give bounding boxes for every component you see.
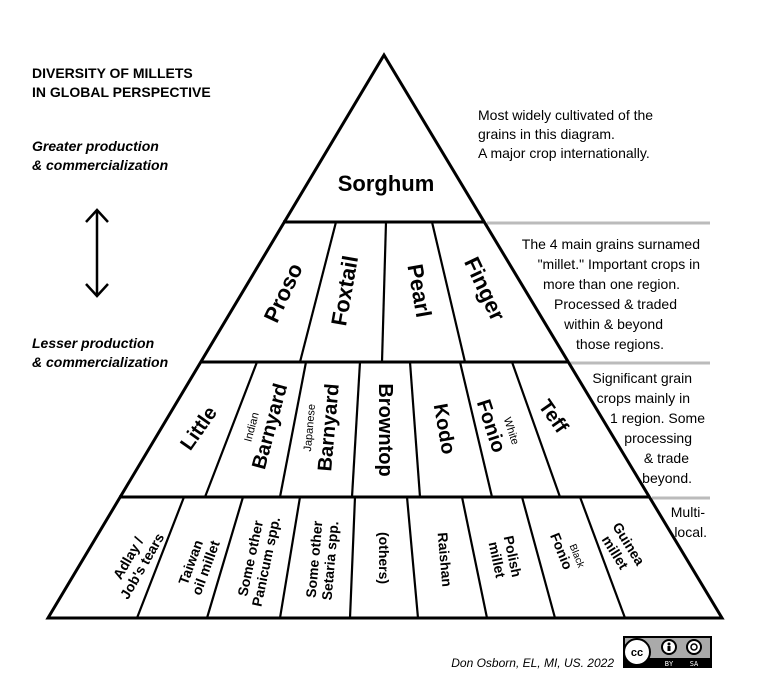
note-line: processing	[624, 430, 692, 446]
title-line-2: IN GLOBAL PERSPECTIVE	[32, 84, 211, 100]
note-line: A major crop internationally.	[478, 145, 650, 161]
crop-browntop: Browntop	[374, 383, 396, 476]
crop-pearl: Pearl	[402, 262, 436, 319]
axis-top-label-2: & commercialization	[32, 157, 168, 173]
note-line: Most widely cultivated of the	[478, 107, 653, 123]
label-line: Some other	[303, 520, 326, 599]
crop-other-setaria: Some other Setaria spp.	[303, 520, 342, 601]
crop-finger: Finger	[459, 253, 510, 325]
note-line: The 4 main grains surnamed	[522, 236, 700, 252]
axis-bottom-label-1: Lesser production	[32, 335, 154, 351]
share-alike-icon	[686, 639, 702, 655]
note-line: grains in this diagram.	[478, 126, 615, 142]
axis-top-label-1: Greater production	[32, 138, 159, 154]
double-arrow-icon	[85, 208, 109, 298]
cell-dividers	[135, 221, 627, 619]
note-line: those regions.	[576, 336, 664, 352]
tier-top-note: Most widely cultivated of the grains in …	[478, 107, 653, 161]
tier-third-note: Significant grain crops mainly in 1 regi…	[592, 370, 705, 486]
crop-teff: Teff	[534, 396, 572, 438]
note-line: & trade	[644, 450, 689, 466]
note-line: "millet." Important crops in	[538, 256, 700, 272]
crop-other-panicum: Some other Panicum spp.	[234, 515, 283, 607]
crop-raishan: Raishan	[435, 532, 456, 588]
crop-kodo: Kodo	[429, 402, 460, 456]
axis-bottom-label-2: & commercialization	[32, 354, 168, 370]
crop-polish-millet: Polish millet	[486, 534, 525, 579]
crop-guinea-millet: Guinea millet	[599, 519, 649, 572]
label-line: millet	[486, 540, 509, 579]
crop-others: (others)	[376, 532, 392, 584]
crop-foxtail: Foxtail	[326, 254, 363, 328]
note-line: beyond.	[642, 470, 692, 486]
qualifier-japanese: Japanese	[302, 403, 318, 452]
note-line: more than one region.	[543, 276, 680, 292]
cc-by-sa-license-badge[interactable]: cc BY SA	[623, 636, 712, 668]
tier-separators	[487, 221, 710, 500]
crop-proso: Proso	[259, 259, 308, 326]
note-line: within & beyond	[563, 316, 663, 332]
sa-text: SA	[690, 660, 699, 668]
cc-icon	[623, 638, 651, 666]
note-line: local.	[674, 524, 707, 540]
pyramid-outline	[45, 52, 725, 620]
title-line-1: DIVERSITY OF MILLETS	[32, 65, 193, 81]
note-line: Significant grain	[592, 370, 692, 386]
note-line: Multi-	[671, 504, 706, 520]
crop-little: Little	[176, 403, 221, 455]
crop-sorghum: Sorghum	[338, 171, 435, 196]
label-line: Setaria spp.	[319, 520, 342, 600]
by-text: BY	[665, 660, 674, 668]
author-credit: Don Osborn, EL, MI, US. 2022	[451, 656, 614, 670]
cc-text: cc	[631, 647, 643, 659]
crop-japanese-barnyard: Barnyard	[314, 383, 344, 472]
note-line: Processed & traded	[554, 296, 677, 312]
tier-second-note: The 4 main grains surnamed "millet." Imp…	[522, 236, 700, 352]
note-line: 1 region. Some	[610, 410, 705, 426]
note-line: crops mainly in	[597, 390, 690, 406]
